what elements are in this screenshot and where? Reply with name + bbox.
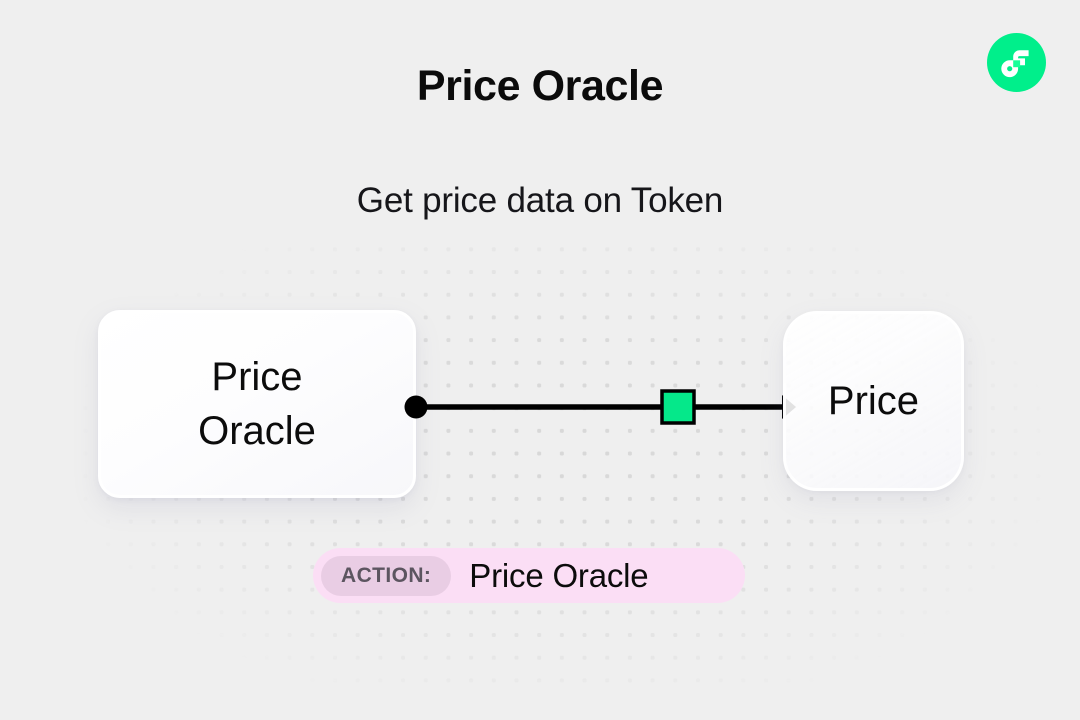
node-card-price-oracle[interactable]: Price Oracle	[98, 310, 416, 498]
green-square-marker-icon	[660, 389, 696, 425]
node-source-label: Price Oracle	[198, 350, 316, 459]
flow-logo-icon	[987, 33, 1046, 92]
node-card-price[interactable]: Price	[783, 311, 964, 491]
action-value: Price Oracle	[469, 556, 649, 594]
node-target-label: Price	[827, 378, 920, 423]
action-pill: ACTION: Price Oracle	[313, 548, 745, 603]
action-tag-label: ACTION:	[321, 555, 452, 596]
page-subtitle: Get price data on Token	[356, 181, 724, 220]
page-title: Price Oracle	[416, 62, 664, 110]
node-source-label-line1: Price	[211, 354, 303, 399]
node-source-label-line2: Oracle	[198, 409, 316, 453]
edge-connector	[396, 380, 796, 436]
